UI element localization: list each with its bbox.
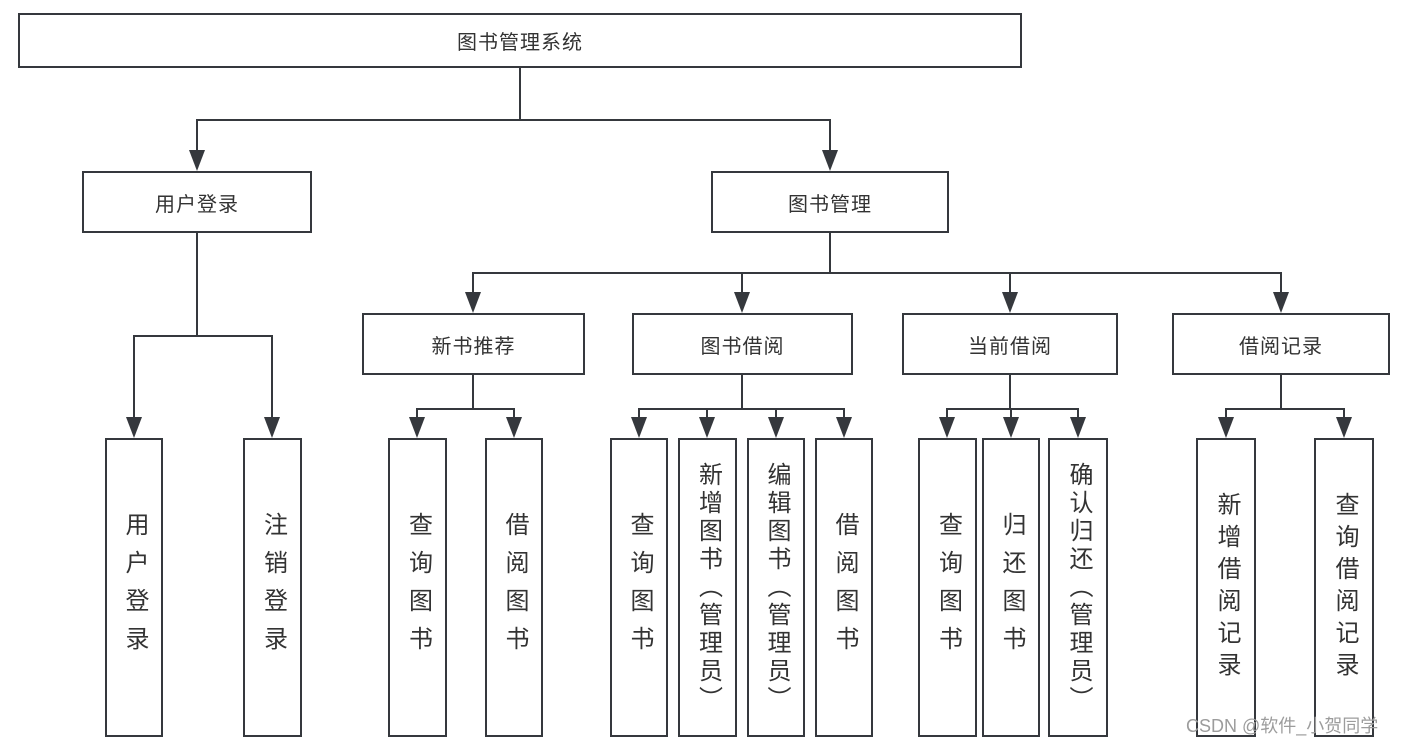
arrow-down-icon: [409, 417, 425, 438]
arrow-down-icon: [836, 417, 852, 438]
node-borrow-records: 借阅记录: [1172, 313, 1390, 375]
node-user-login: 用户登录: [82, 171, 312, 233]
connector-line: [133, 335, 135, 419]
connector-line: [1343, 408, 1345, 419]
node-root-label: 图书管理系统: [457, 32, 583, 54]
arrow-down-icon: [465, 292, 481, 313]
leaf-add-book-admin-label: 新增图书（管理员）: [694, 461, 722, 714]
connector-line: [1009, 272, 1011, 295]
leaf-edit-book-admin-label: 编辑图书（管理员）: [763, 461, 790, 714]
node-current-borrow: 当前借阅: [902, 313, 1118, 375]
leaf-borrow-book: 借阅图书: [815, 438, 873, 737]
connector-line: [416, 408, 418, 419]
arrow-down-icon: [1336, 417, 1352, 438]
leaf-return-book: 归还图书: [982, 438, 1040, 737]
leaf-user-login-label: 用户登录: [121, 511, 148, 664]
arrow-down-icon: [631, 417, 647, 438]
leaf-query-borrow-record-label: 查询借阅记录: [1331, 491, 1358, 684]
connector-line: [1280, 272, 1282, 295]
connector-line: [196, 119, 198, 153]
leaf-logout: 注销登录: [243, 438, 302, 737]
node-new-book-recommend: 新书推荐: [362, 313, 585, 375]
connector-line: [1280, 375, 1282, 409]
node-new-book-recommend-label: 新书推荐: [431, 335, 516, 358]
connector-line: [513, 408, 515, 419]
node-book-management-label: 图书管理: [788, 193, 872, 216]
connector-line: [741, 272, 743, 295]
leaf-edit-book-admin: 编辑图书（管理员）: [747, 438, 805, 737]
connector-line: [706, 408, 708, 419]
node-user-login-label: 用户登录: [155, 193, 239, 216]
connector-line: [1077, 408, 1079, 419]
node-borrow-records-label: 借阅记录: [1239, 335, 1323, 358]
connector-line: [946, 408, 1078, 410]
arrow-down-icon: [126, 417, 142, 438]
arrow-down-icon: [1070, 417, 1086, 438]
leaf-query-book-borrow-label: 查询图书: [626, 511, 653, 664]
node-book-borrow: 图书借阅: [632, 313, 853, 375]
arrow-down-icon: [822, 150, 838, 171]
leaf-query-book-borrow: 查询图书: [610, 438, 668, 737]
connector-line: [741, 375, 743, 409]
connector-line: [519, 68, 521, 120]
leaf-add-book-admin: 新增图书（管理员）: [678, 438, 737, 737]
connector-line: [1009, 375, 1011, 409]
arrow-down-icon: [1003, 417, 1019, 438]
connector-line: [1010, 408, 1012, 419]
connector-line: [843, 408, 845, 419]
connector-line: [1225, 408, 1227, 419]
connector-line: [271, 335, 273, 419]
leaf-confirm-return-admin: 确认归还（管理员）: [1048, 438, 1108, 737]
leaf-borrow-book-recommend-label: 借阅图书: [501, 511, 528, 664]
leaf-confirm-return-admin-label: 确认归还（管理员）: [1065, 461, 1092, 714]
node-root: 图书管理系统: [18, 13, 1022, 68]
connector-line: [1225, 408, 1344, 410]
csdn-watermark: CSDN @软件_小贺同学: [1186, 716, 1379, 736]
arrow-down-icon: [768, 417, 784, 438]
arrow-down-icon: [264, 417, 280, 438]
arrow-down-icon: [506, 417, 522, 438]
connector-line: [472, 272, 474, 295]
leaf-query-book-recommend-label: 查询图书: [404, 511, 432, 664]
connector-line: [775, 408, 777, 419]
connector-line: [829, 119, 831, 153]
arrow-down-icon: [1273, 292, 1289, 313]
connector-line: [638, 408, 845, 410]
arrow-down-icon: [939, 417, 955, 438]
leaf-return-book-label: 归还图书: [998, 511, 1025, 664]
leaf-query-book-current-label: 查询图书: [934, 511, 962, 664]
leaf-add-borrow-record: 新增借阅记录: [1196, 438, 1256, 737]
node-book-borrow-label: 图书借阅: [700, 335, 785, 358]
node-book-management: 图书管理: [711, 171, 949, 233]
connector-line: [133, 335, 273, 337]
leaf-query-book-recommend: 查询图书: [388, 438, 447, 737]
connector-line: [829, 233, 831, 273]
connector-line: [638, 408, 640, 419]
leaf-borrow-book-label: 借阅图书: [831, 511, 858, 664]
connector-line: [472, 375, 474, 409]
node-current-borrow-label: 当前借阅: [968, 335, 1052, 358]
leaf-query-borrow-record: 查询借阅记录: [1314, 438, 1374, 737]
arrow-down-icon: [189, 150, 205, 171]
arrow-down-icon: [1002, 292, 1018, 313]
leaf-user-login: 用户登录: [105, 438, 163, 737]
arrow-down-icon: [699, 417, 715, 438]
leaf-query-book-current: 查询图书: [918, 438, 977, 737]
connector-line: [196, 119, 830, 121]
arrow-down-icon: [1218, 417, 1234, 438]
connector-line: [416, 408, 515, 410]
leaf-add-borrow-record-label: 新增借阅记录: [1213, 491, 1240, 684]
arrow-down-icon: [734, 292, 750, 313]
connector-line: [196, 233, 198, 336]
leaf-logout-label: 注销登录: [259, 511, 287, 664]
connector-line: [472, 272, 1282, 274]
leaf-borrow-book-recommend: 借阅图书: [485, 438, 543, 737]
connector-line: [946, 408, 948, 419]
